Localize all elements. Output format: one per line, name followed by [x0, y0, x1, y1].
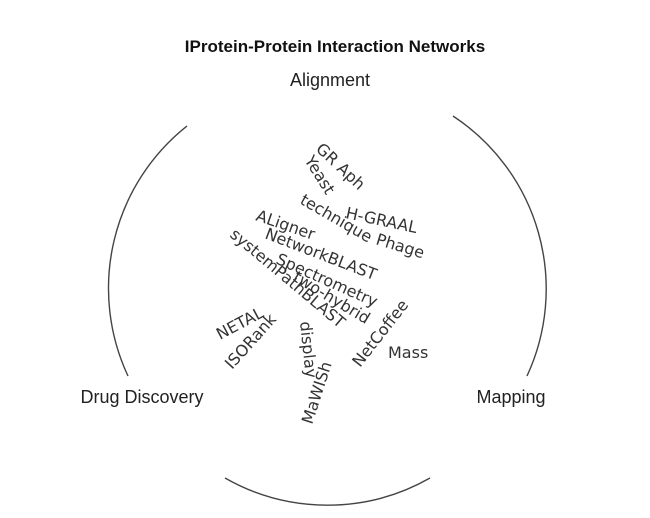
label-drug-discovery: Drug Discovery — [80, 387, 203, 407]
arc-bottom — [224, 477, 431, 506]
word-phage: Phage — [374, 230, 427, 263]
word-mass: Mass — [388, 343, 428, 362]
arc-left — [107, 125, 188, 377]
diagram-title: IProtein-Protein Interaction Networks — [185, 37, 485, 56]
label-mapping: Mapping — [476, 387, 545, 407]
label-alignment: Alignment — [290, 70, 370, 90]
arc-right — [452, 115, 547, 377]
